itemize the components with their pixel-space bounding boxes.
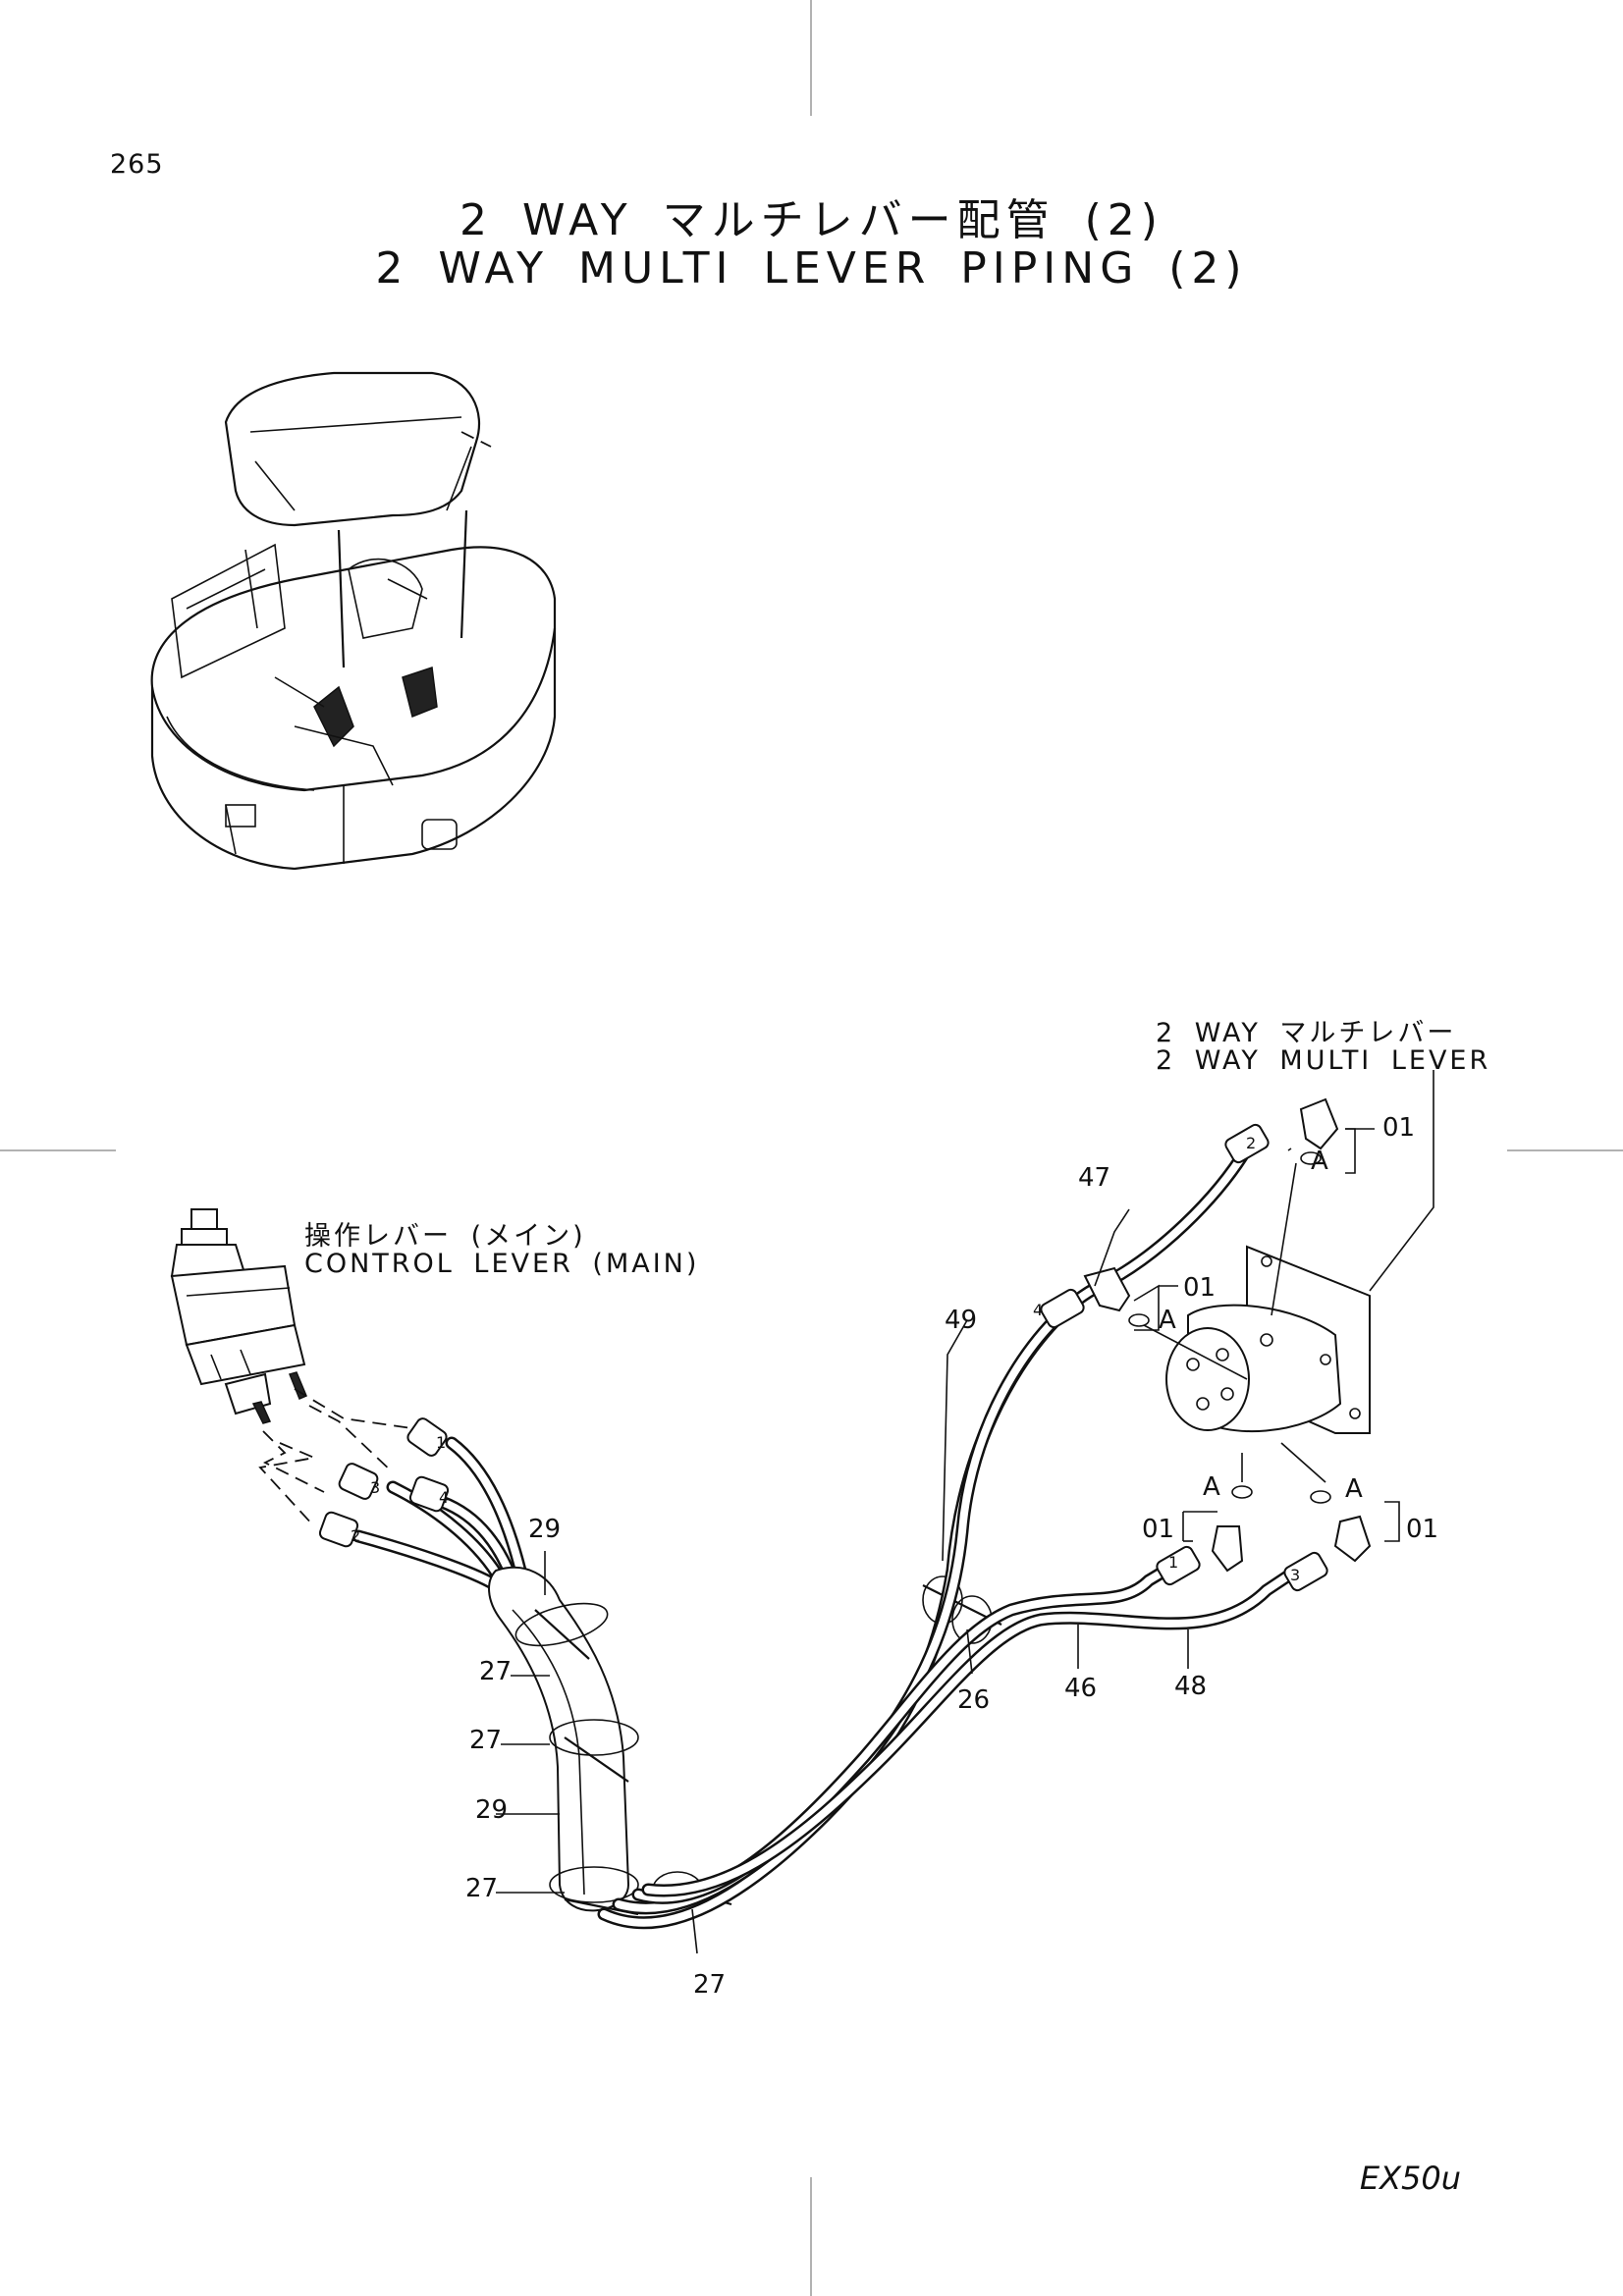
multi-lever-hose-fittings (1040, 1123, 1328, 1592)
callout-detail-a: A (1203, 1472, 1220, 1502)
model-code: EX50u (1359, 2160, 1461, 2197)
protective-sleeve-29 (488, 1566, 630, 1912)
page-title-japanese: 2 WAY マルチレバー配管 (2) (460, 195, 1163, 245)
callout-01: 01 (1142, 1515, 1175, 1544)
callout-29: 29 (475, 1795, 509, 1825)
o-ring (1128, 1313, 1150, 1327)
callout-detail-a: A (1311, 1147, 1328, 1176)
port-number: 2 (1246, 1134, 1257, 1152)
multi-lever-label-en: 2 WAY MULTI LEVER (1156, 1045, 1491, 1076)
callout-27: 27 (693, 1970, 727, 2000)
callout-27: 27 (469, 1726, 503, 1755)
fitting-4 (408, 1475, 450, 1513)
callout-detail-a: A (1159, 1306, 1176, 1335)
page-number: 265 (110, 149, 164, 180)
callout-01: 01 (1406, 1515, 1439, 1544)
multi-lever-valve (1165, 1245, 1371, 1434)
control-lever-label-en: CONTROL LEVER (MAIN) (304, 1249, 700, 1279)
port-number: 1 (436, 1433, 447, 1452)
o-ring (1300, 1151, 1322, 1165)
callout-46: 46 (1064, 1674, 1098, 1703)
o-ring (1231, 1485, 1253, 1499)
fitting-q2 (1224, 1123, 1270, 1164)
callout-49: 49 (945, 1306, 978, 1335)
callout-29: 29 (528, 1515, 562, 1544)
port-number: 4 (439, 1488, 450, 1507)
leader-lines (496, 1070, 1434, 1954)
fitting-3 (338, 1463, 379, 1500)
control-lever-label-jp: 操作レバー (メイン) (304, 1221, 586, 1252)
port-number: 1 (1168, 1553, 1179, 1572)
callout-27: 27 (465, 1874, 499, 1903)
fitting-2 (318, 1511, 359, 1548)
callout-47: 47 (1078, 1163, 1111, 1193)
control-lever-fittings (318, 1417, 450, 1548)
port-number: 3 (1290, 1566, 1301, 1584)
page-title-english: 2 WAY MULTI LEVER PIPING (2) (375, 243, 1248, 294)
fitting-q3 (1283, 1551, 1328, 1592)
port-number: 2 (351, 1526, 361, 1545)
main-hose-run (597, 1142, 1303, 1930)
port-number: 4 (1033, 1301, 1044, 1319)
o-ring (1310, 1490, 1331, 1504)
callout-48: 48 (1174, 1672, 1208, 1701)
control-lever-hoses (352, 1436, 527, 1592)
fitting-q1 (1156, 1545, 1201, 1586)
control-lever-main-illustration (170, 1208, 307, 1424)
callout-27: 27 (479, 1657, 513, 1686)
callout-01: 01 (1183, 1273, 1217, 1303)
fitting-q4 (1040, 1288, 1085, 1329)
multi-lever-label-jp: 2 WAY マルチレバー (1156, 1018, 1457, 1048)
fitting-1 (406, 1417, 448, 1457)
port-number: 3 (370, 1478, 381, 1497)
elbow-fittings (1083, 1097, 1372, 1573)
callout-01: 01 (1382, 1113, 1416, 1143)
excavator-overview-illustration (150, 371, 557, 871)
control-lever-connection-lines (258, 1388, 433, 1527)
callout-detail-a: A (1345, 1474, 1363, 1504)
callout-26: 26 (957, 1685, 991, 1715)
